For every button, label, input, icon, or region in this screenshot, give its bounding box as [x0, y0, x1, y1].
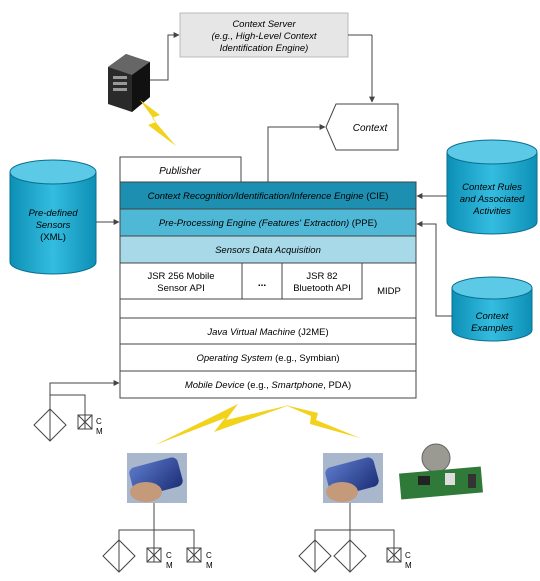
- rules-line2: and Associated: [460, 194, 525, 205]
- cm-m-label: M: [96, 427, 103, 436]
- wireless-sensor-right: [323, 453, 383, 520]
- local-sensors-left: C M: [33, 380, 120, 442]
- predefined-sensors-db: Pre-defined Sensors (XML): [9, 159, 97, 275]
- software-stack: Publisher Context Recognition/Identifica…: [119, 156, 417, 399]
- predefined-line2: Sensors: [36, 220, 71, 231]
- server-to-context-server-arrow: [150, 32, 180, 81]
- context-server-title: Context Server: [232, 19, 296, 30]
- wireless-sensor-left: [127, 453, 187, 520]
- ellipsis-label: ...: [258, 278, 267, 289]
- lightning-bolt-icon: [155, 404, 290, 445]
- os-box: [119, 343, 417, 372]
- jsr82-line1: JSR 82: [306, 271, 337, 282]
- context-examples-db: Context Examples: [451, 276, 533, 342]
- examples-to-ppe-arrow: [416, 221, 452, 317]
- jsr256-line1: JSR 256 Mobile: [147, 271, 214, 282]
- ellipsis-box: [241, 262, 283, 300]
- stack-to-context-arrow: [267, 124, 326, 182]
- context-server-box: Context Server (e.g., High-Level Context…: [179, 12, 349, 58]
- server-icon: [108, 54, 150, 112]
- sensor-tree-right: C M: [298, 520, 412, 573]
- cm-m-label: M: [405, 561, 412, 570]
- acquisition-label: Sensors Data Acquisition: [215, 245, 321, 256]
- context-rules-db: Context Rules and Associated Activities: [446, 139, 538, 235]
- cm-sensor-icon: [77, 414, 93, 430]
- sensor-board-image: [399, 443, 483, 500]
- cie-label: Context Recognition/Identification/Infer…: [148, 191, 389, 202]
- cie-box: [119, 181, 417, 210]
- predefined-line3: (XML): [40, 232, 66, 243]
- sensor-tree-left: C M C M: [102, 520, 213, 573]
- cm-c-label: C: [166, 551, 172, 560]
- jsr82-line2: Bluetooth API: [293, 283, 351, 294]
- context-server-sub2: Identification Engine): [220, 43, 309, 54]
- rules-line1: Context Rules: [462, 182, 522, 193]
- publisher-label: Publisher: [159, 166, 201, 177]
- cm-m-label: M: [206, 561, 213, 570]
- jvm-label: Java Virtual Machine (J2ME): [206, 327, 328, 338]
- context-label: Context: [353, 123, 389, 134]
- jsr256-line2: Sensor API: [157, 283, 205, 294]
- cm-c-label: C: [206, 551, 212, 560]
- os-label: Operating System (e.g., Symbian): [196, 353, 339, 364]
- device-box: [119, 370, 417, 399]
- cm-c-label: C: [96, 417, 102, 426]
- context-server-sub1: (e.g., High-Level Context: [211, 31, 316, 42]
- device-label: Mobile Device (e.g., Smartphone, PDA): [185, 380, 351, 391]
- cm-c-label: C: [405, 551, 411, 560]
- examples-line1: Context: [476, 311, 509, 322]
- publisher-box: [119, 156, 242, 183]
- midp-label: MIDP: [377, 286, 401, 297]
- ppe-label: Pre-Processing Engine (Features' Extract…: [159, 218, 377, 229]
- jsr82-box: [281, 262, 363, 300]
- lightning-bolt-icon: [140, 100, 176, 146]
- jvm-box: [119, 317, 417, 345]
- predefined-line1: Pre-defined: [28, 208, 78, 219]
- acquisition-box: [119, 235, 417, 264]
- rules-line3: Activities: [472, 206, 511, 217]
- examples-line2: Examples: [471, 323, 513, 334]
- context-shape: Context: [325, 103, 399, 151]
- lightning-bolt-icon: [285, 405, 360, 438]
- cm-m-label: M: [166, 561, 173, 570]
- jsr256-box: [119, 262, 243, 300]
- ppe-box: [119, 208, 417, 237]
